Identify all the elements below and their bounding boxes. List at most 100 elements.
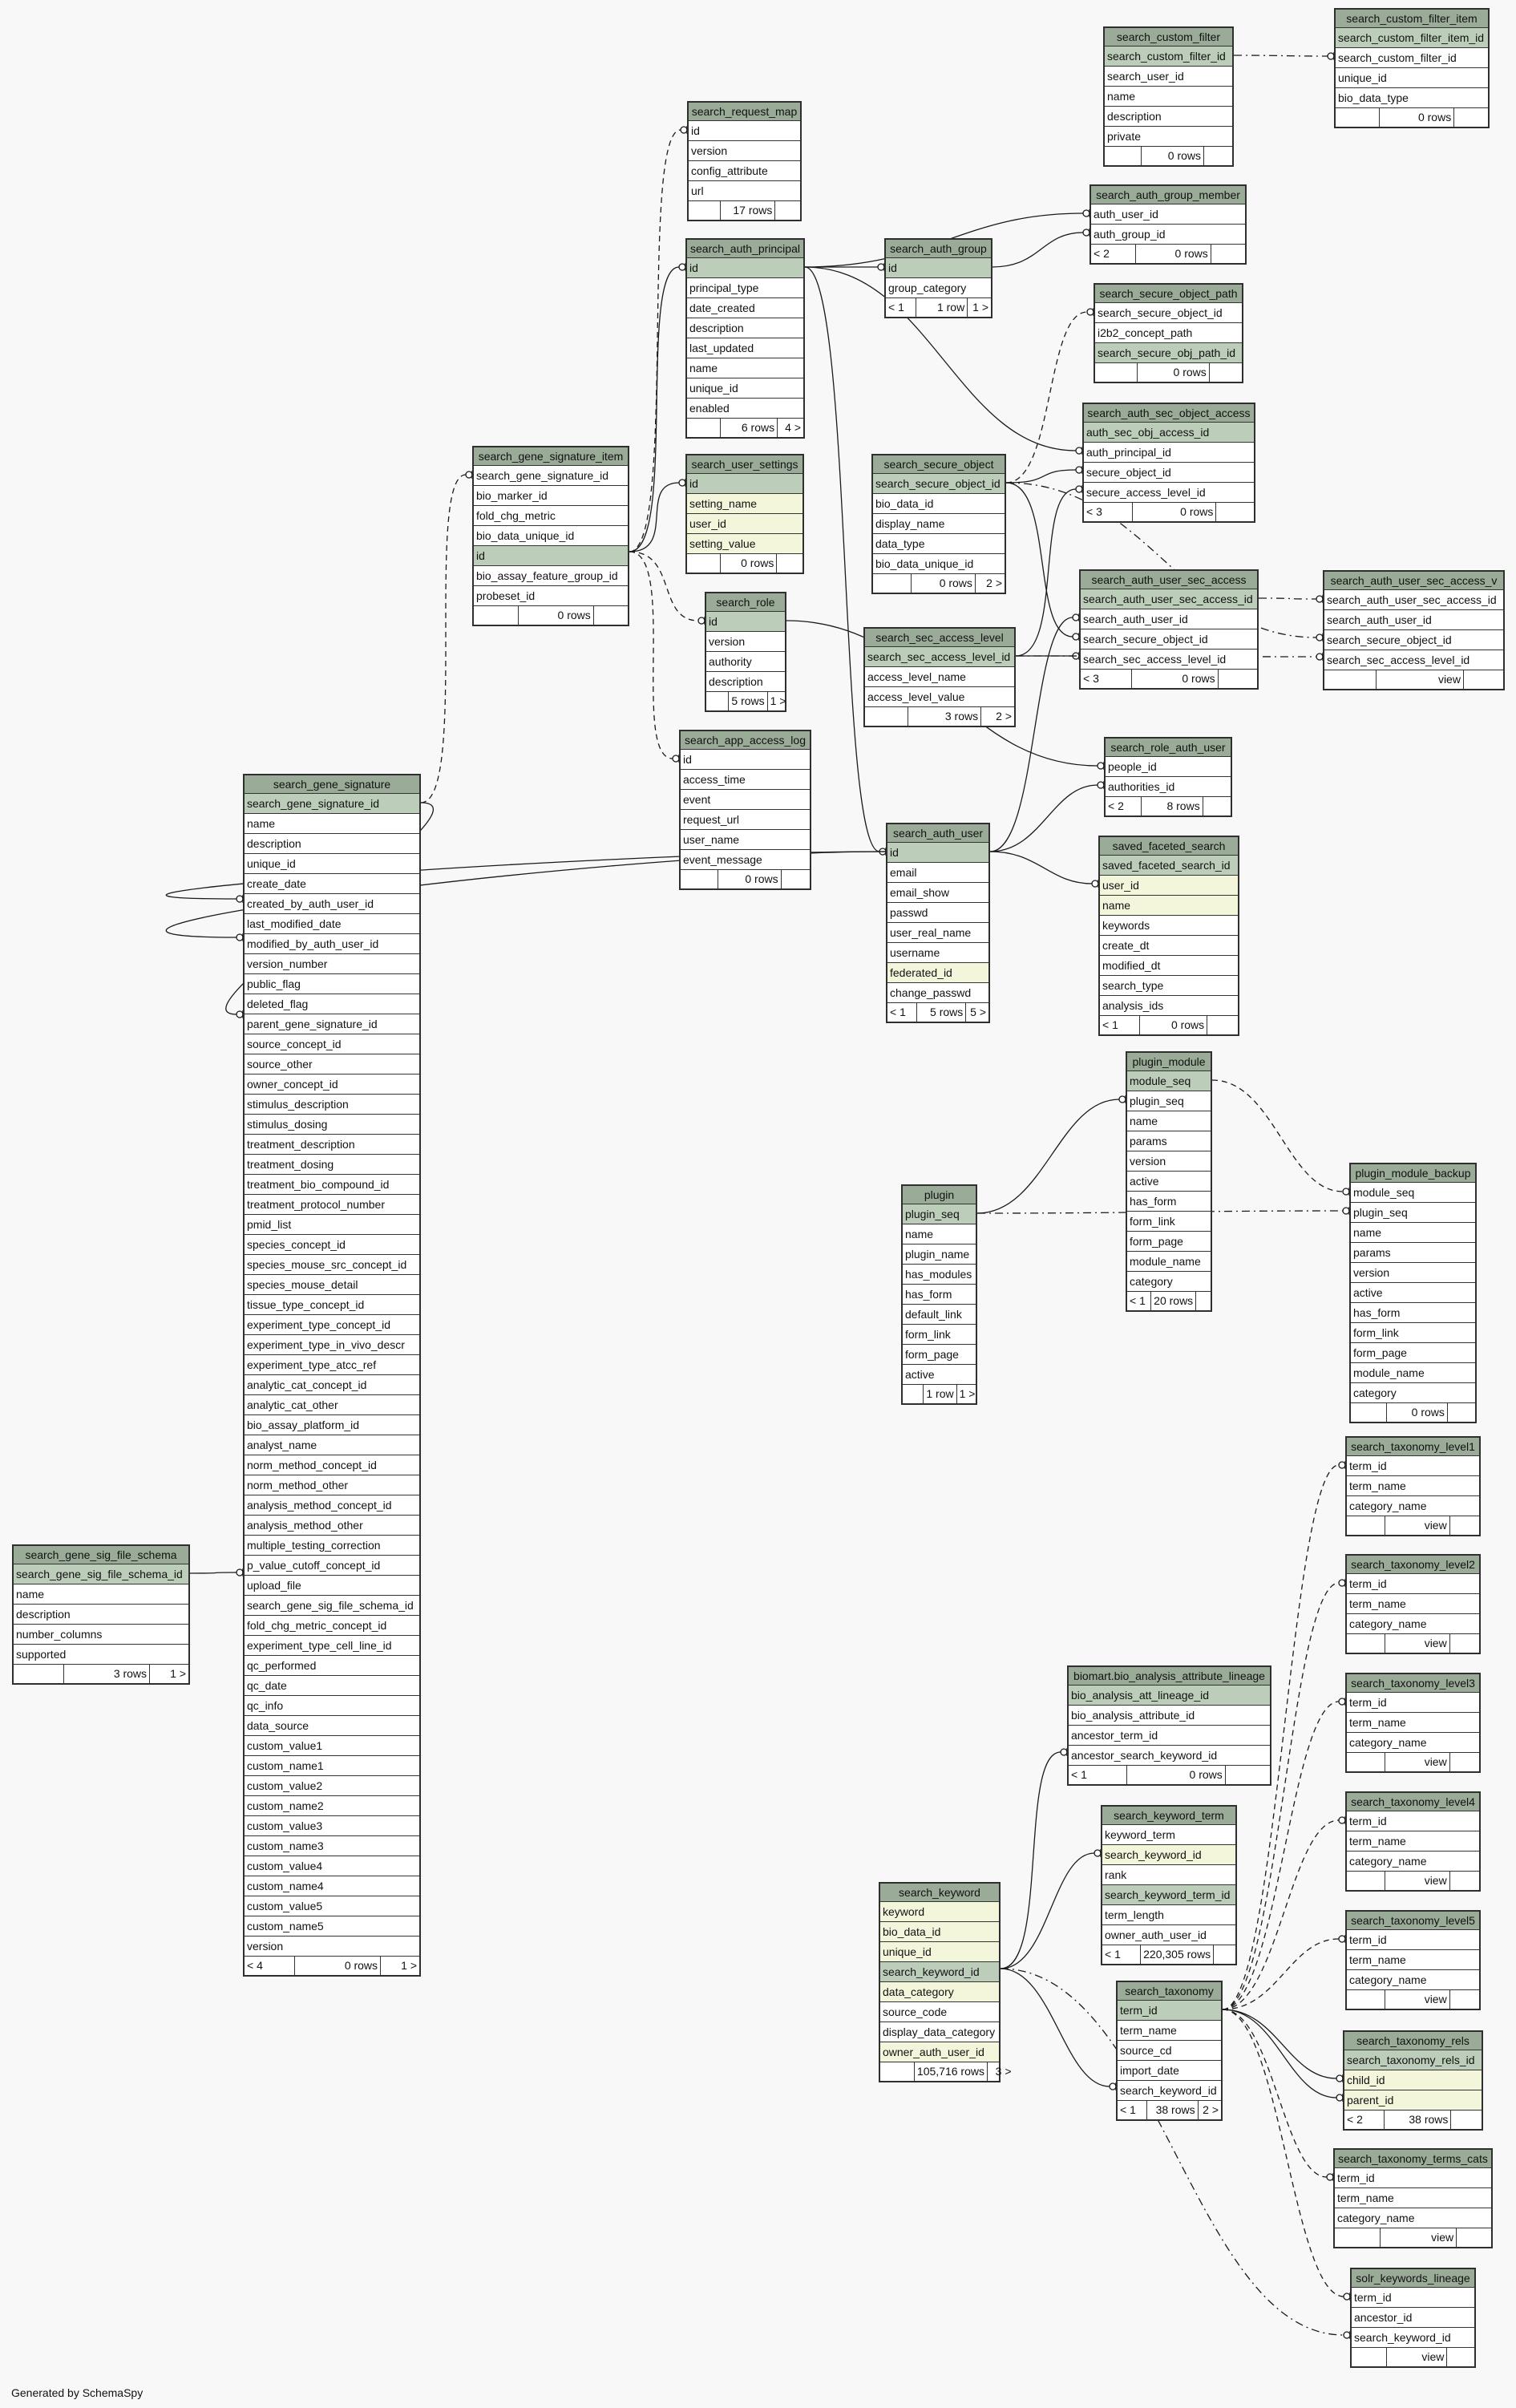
column-term-id: term_id — [1118, 2001, 1221, 2021]
column-analysis-method-other: analysis_method_other — [245, 1516, 419, 1536]
parents-count — [1347, 1634, 1385, 1653]
column-active: active — [1127, 1172, 1211, 1192]
row-count: 220,305 rows — [1141, 1945, 1215, 1964]
column-child-id: child_id — [1344, 2070, 1482, 2090]
relationship-line — [1222, 1464, 1340, 2010]
column-treatment-dosing: treatment_dosing — [245, 1155, 419, 1175]
table-footer: 0 rows — [1105, 147, 1232, 165]
column-term-id: term_id — [1347, 1811, 1479, 1831]
column-parent-gene-signature-id: parent_gene_signature_id — [245, 1014, 419, 1034]
column-description: description — [1105, 107, 1232, 127]
column-id: id — [689, 121, 800, 141]
parents-count: < 1 — [1100, 1016, 1140, 1034]
parents-count — [1095, 363, 1138, 382]
table-title: search_taxonomy_level3 — [1347, 1674, 1479, 1693]
column-search-type: search_type — [1100, 976, 1238, 996]
column-name: name — [687, 358, 803, 378]
column-multiple-testing-correction: multiple_testing_correction — [245, 1536, 419, 1556]
relationship-line — [1222, 1582, 1340, 2010]
row-count: 5 rows — [729, 692, 768, 710]
parents-count — [1347, 1872, 1385, 1890]
column-custom-value5: custom_value5 — [245, 1896, 419, 1916]
column-source-concept-id: source_concept_id — [245, 1034, 419, 1054]
table-footer: 3 rows 1 > — [14, 1665, 188, 1683]
column-analyst-name: analyst_name — [245, 1435, 419, 1455]
table-footer: 0 rows — [1351, 1403, 1475, 1422]
parents-count: < 1 — [887, 1003, 917, 1022]
column-description: description — [687, 318, 803, 338]
table-title: search_secure_object_path — [1095, 285, 1242, 303]
column-qc-date: qc_date — [245, 1676, 419, 1696]
row-count: 0 rows — [1138, 363, 1210, 382]
parents-count — [687, 419, 722, 437]
relationship-line — [1015, 488, 1077, 657]
children-count — [1451, 2111, 1482, 2129]
column-category: category — [1127, 1272, 1211, 1292]
column-has-modules: has_modules — [903, 1265, 976, 1285]
column-passwd: passwd — [887, 903, 988, 923]
column-user-name: user_name — [681, 830, 810, 850]
column-term-id: term_id — [1347, 1456, 1479, 1476]
row-count: view — [1381, 2228, 1457, 2247]
column-search-sec-access-level-id: search_sec_access_level_id — [865, 647, 1014, 667]
row-count: view — [1385, 1990, 1450, 2009]
table-footer: 17 rows — [689, 201, 800, 220]
row-count: 3 rows — [64, 1665, 151, 1683]
column-fold-chg-metric: fold_chg_metric — [474, 506, 628, 526]
column-display-name: display_name — [873, 514, 1005, 534]
column-bio-data-unique-id: bio_data_unique_id — [474, 526, 628, 546]
row-count: view — [1377, 670, 1464, 689]
column-secure-object-id: secure_object_id — [1084, 463, 1254, 483]
column-version: version — [706, 632, 785, 652]
column-user-real-name: user_real_name — [887, 923, 988, 943]
column-id: id — [706, 612, 785, 632]
relationship-line — [1000, 1751, 1061, 1969]
row-count: 38 rows — [1147, 2101, 1199, 2119]
row-count: 0 rows — [1136, 245, 1211, 263]
table-footer: view — [1352, 2348, 1474, 2366]
column-category-name: category_name — [1335, 2208, 1491, 2228]
parents-count: < 3 — [1081, 670, 1132, 688]
column-stimulus-description: stimulus_description — [245, 1095, 419, 1115]
table-footer: view — [1324, 670, 1503, 689]
row-count: 38 rows — [1385, 2111, 1452, 2129]
column-private: private — [1105, 127, 1232, 147]
table-title: search_taxonomy — [1118, 1982, 1221, 2001]
table-title: search_custom_filter — [1105, 28, 1232, 47]
children-count: 1 > — [170, 1667, 186, 1680]
row-count: 0 rows — [519, 606, 594, 625]
column-ancestor-id: ancestor_id — [1352, 2308, 1474, 2328]
column-unique-id: unique_id — [245, 854, 419, 874]
relationship-line — [992, 232, 1084, 268]
relationship-line — [1222, 2009, 1328, 2178]
parents-count: < 1 — [1127, 1292, 1152, 1310]
parents-count: < 1 — [1102, 1945, 1142, 1964]
column-has-form: has_form — [1351, 1303, 1475, 1323]
column-name: name — [1100, 896, 1238, 916]
column-access-level-name: access_level_name — [865, 667, 1014, 687]
column-experiment-type-atcc-ref: experiment_type_atcc_ref — [245, 1355, 419, 1375]
column-source-cd: source_cd — [1118, 2041, 1221, 2061]
children-count: 4 > — [785, 421, 801, 434]
table-title: search_auth_group — [886, 240, 991, 258]
relationship-line — [629, 482, 680, 552]
parents-count — [1347, 1753, 1385, 1771]
column-term-id: term_id — [1335, 2168, 1491, 2188]
column-form-link: form_link — [903, 1325, 976, 1345]
table-title: search_user_settings — [687, 455, 802, 474]
column-secure-access-level-id: secure_access_level_id — [1084, 483, 1254, 503]
row-count: 0 rows — [1380, 108, 1455, 127]
